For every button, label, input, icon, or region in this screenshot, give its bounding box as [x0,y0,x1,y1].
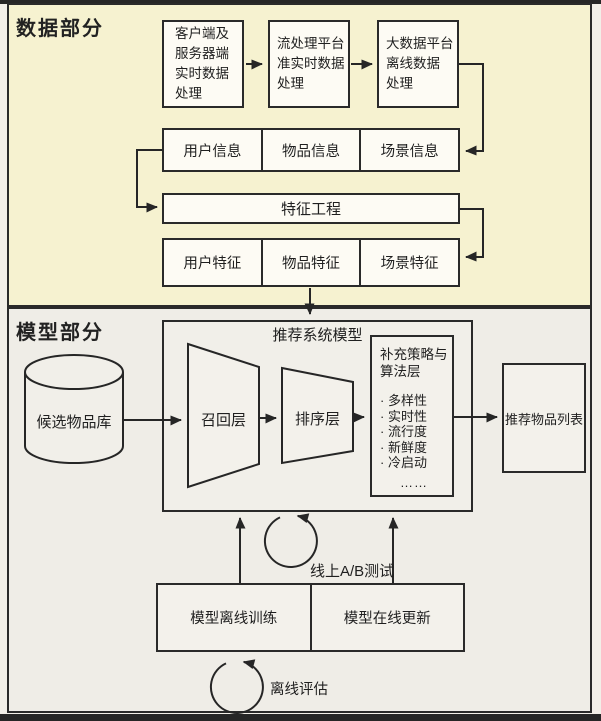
training-row: 模型离线训练 模型在线更新 [156,583,465,652]
ab-test-loop-icon [263,513,318,568]
strategy-item-freshness: · 新鲜度 [380,439,427,455]
strategy-item-coldstart: · 冷启动 [380,455,427,470]
strategy-item-list: · 多样性 · 实时性 · 流行度 · 新鲜度 · 冷启动 [380,393,448,471]
candidate-db-cylinder-body [24,372,124,464]
connector-bigdata-to-info-row [459,63,484,156]
box-stream-processing: 流处理平台 准实时数据 处理 [268,20,350,108]
cell-online-update: 模型在线更新 [309,585,464,650]
strategy-item-diversity: · 多样性 [380,393,427,408]
recall-layer-label: 召回层 [200,412,246,429]
cell-scene-feature: 场景特征 [359,240,458,285]
model-section-title: 模型部分 [16,322,104,344]
strategy-box-title: 补充策略与 算法层 [380,347,448,379]
photo-bottom-edge [0,714,601,721]
strategy-ellipsis: …… [400,474,428,490]
feature-row: 用户特征 物品特征 场景特征 [162,238,460,287]
candidate-db-label: 候选物品库 [36,414,112,431]
cell-user-info: 用户信息 [183,143,242,160]
rank-layer-label: 排序层 [294,411,340,428]
cell-scene-info: 场景信息 [359,130,458,170]
rank-layer-trapezoid [281,366,354,465]
photo-top-edge [0,0,601,4]
connector-bar-to-feature-row [459,208,484,262]
candidate-db-cylinder-top [24,354,124,390]
data-section-title: 数据部分 [16,18,104,40]
result-list-box: 推荐物品列表 [502,363,586,473]
box-bigdata-offline-processing: 大数据平台 离线数据 处理 [377,20,459,108]
ab-test-label: 线上A/B测试 [310,563,395,580]
recall-layer-trapezoid [187,342,260,489]
feature-engineering-bar: 特征工程 [162,193,460,224]
strategy-box: 补充策略与 算法层 · 多样性 · 实时性 · 流行度 · 新鲜度 · 冷启动 … [370,335,454,497]
cell-item-feature: 物品特征 [260,240,360,285]
strategy-item-popularity: · 流行度 [380,424,427,439]
offline-eval-loop-icon [209,659,264,714]
offline-eval-label: 离线评估 [270,682,328,698]
info-row: 用户信息 物品信息 场景信息 [162,128,460,172]
connector-info-to-feature-bar [136,149,163,213]
recommendation-model-title: 推荐系统模型 [272,327,363,344]
cell-offline-training: 模型离线训练 [190,611,278,627]
box-client-realtime-processing: 客户端及 服务器端 实时数据 处理 [162,20,244,108]
strategy-item-realtime: · 实时性 [380,408,427,424]
cell-user-feature: 用户特征 [183,256,242,272]
cell-item-info: 物品信息 [260,130,360,170]
